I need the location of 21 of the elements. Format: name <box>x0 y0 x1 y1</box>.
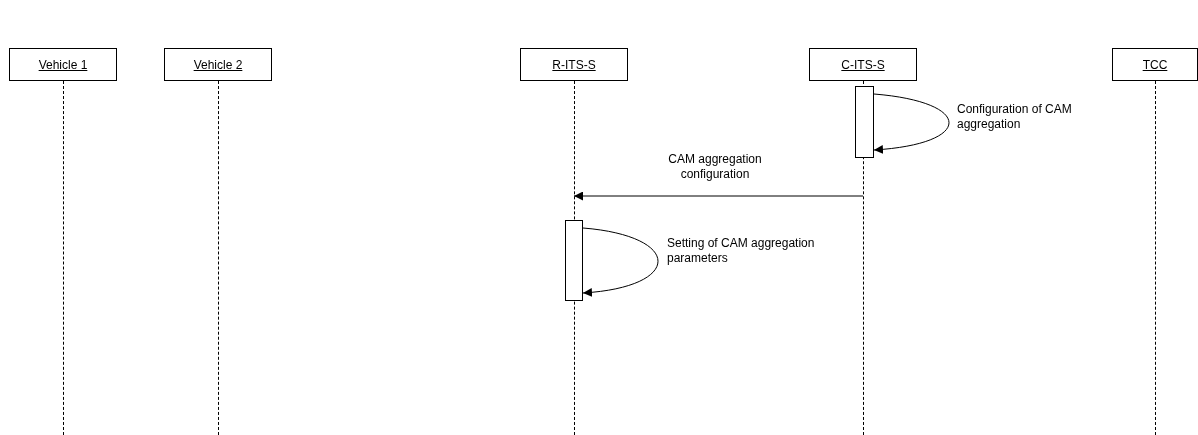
self-message-arrow <box>582 227 659 297</box>
participant-name: TCC <box>1142 57 1168 72</box>
edge-label: Configuration of CAM aggregation <box>957 102 1073 132</box>
lifeline <box>1155 81 1156 435</box>
activation-bar <box>565 220 583 301</box>
participant-name: Vehicle 1 <box>38 57 88 72</box>
participant-name: R-ITS-S <box>552 57 596 72</box>
participant-name: Vehicle 2 <box>193 57 243 72</box>
participant-box <box>809 48 917 81</box>
lifeline <box>63 81 64 435</box>
message-arrow <box>573 191 864 201</box>
edge-label: CAM aggregation configuration <box>667 152 763 182</box>
participant-box <box>164 48 272 81</box>
lifeline <box>218 81 219 435</box>
participant-name: C-ITS-S <box>841 57 885 72</box>
participant-box <box>520 48 628 81</box>
self-message-arrow <box>873 93 950 154</box>
participant-box <box>9 48 117 81</box>
activation-bar <box>855 86 874 158</box>
participant-box <box>1112 48 1198 81</box>
edge-label: Setting of CAM aggregation parameters <box>667 236 816 266</box>
